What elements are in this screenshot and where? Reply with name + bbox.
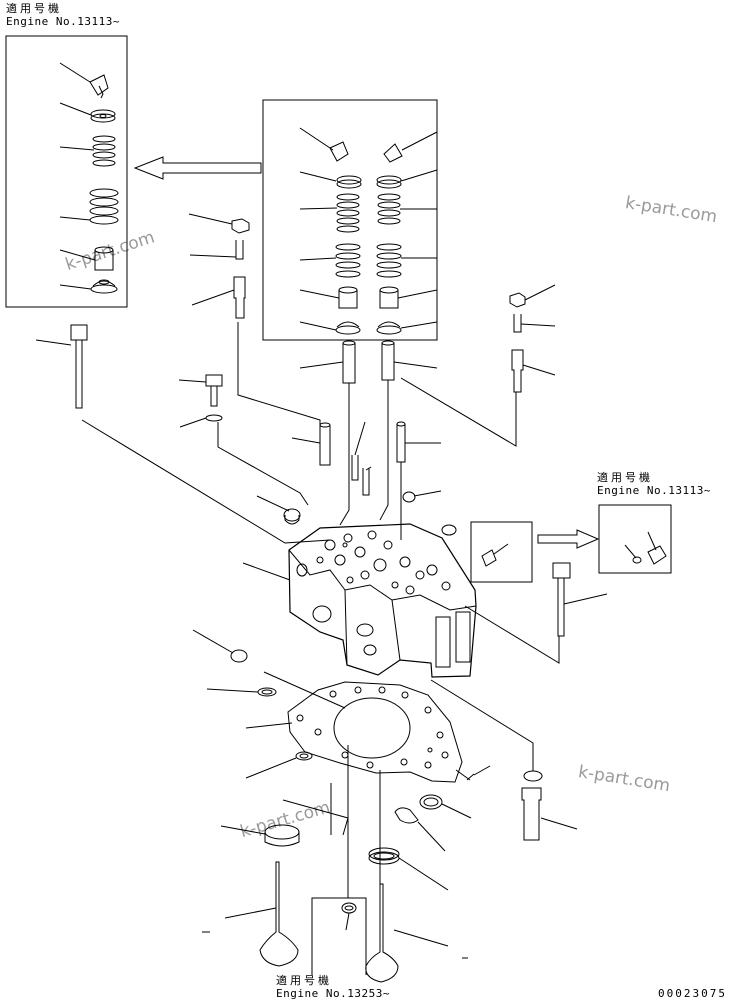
valve-train-inset-right-stack: [377, 144, 402, 334]
applicable-engine-number-bottom: Engine No.13253~: [276, 987, 390, 1000]
callout-lines-top-left: [60, 63, 95, 289]
nozzle-sleeve: [522, 788, 577, 840]
head-bolt-left: [36, 325, 87, 408]
assembly-lines: [82, 322, 559, 898]
fitting-right-inset: [625, 532, 666, 564]
inset-frame-top-left: [6, 36, 127, 307]
inset-frame-valve-train: [263, 100, 437, 340]
applicable-engine-jp-bottom: 適用号機: [276, 974, 332, 987]
applicable-engine-label-bottom: 適用号機 Engine No.13253~: [276, 974, 390, 1000]
valve-parts-stack-inset: [90, 75, 118, 293]
nut-and-stud-left: [189, 214, 249, 318]
applicable-engine-number-top-left: Engine No.13113~: [6, 15, 120, 28]
inset-frame-bottom: [312, 898, 366, 975]
bolt-and-washer-small: [179, 375, 222, 427]
applicable-engine-label-top-left: 適用号機 Engine No.13113~: [6, 2, 120, 28]
valves: [225, 862, 448, 982]
nut-and-stud-right: [510, 285, 555, 392]
applicable-engine-jp-top-left: 適用号機: [6, 2, 62, 15]
valve-train-inset-left-stack: [330, 142, 361, 334]
drawing-code: 00023075: [658, 987, 727, 1000]
callout-lines-valve-train: [300, 128, 437, 330]
arrow-left-icon: [135, 157, 261, 179]
minor-marks: [202, 932, 468, 958]
applicable-engine-jp-right: 適用号機: [597, 471, 653, 484]
cylinder-head-block: [243, 524, 476, 677]
head-gasket: [246, 682, 462, 782]
head-bolt-right: [553, 563, 607, 636]
plugs: [193, 491, 508, 662]
applicable-engine-label-right: 適用号機 Engine No.13113~: [597, 471, 711, 497]
arrow-right-icon: [538, 530, 598, 548]
applicable-engine-number-right: Engine No.13113~: [597, 484, 711, 497]
seal-rings: [207, 688, 542, 930]
inset-frame-small: [471, 522, 532, 582]
